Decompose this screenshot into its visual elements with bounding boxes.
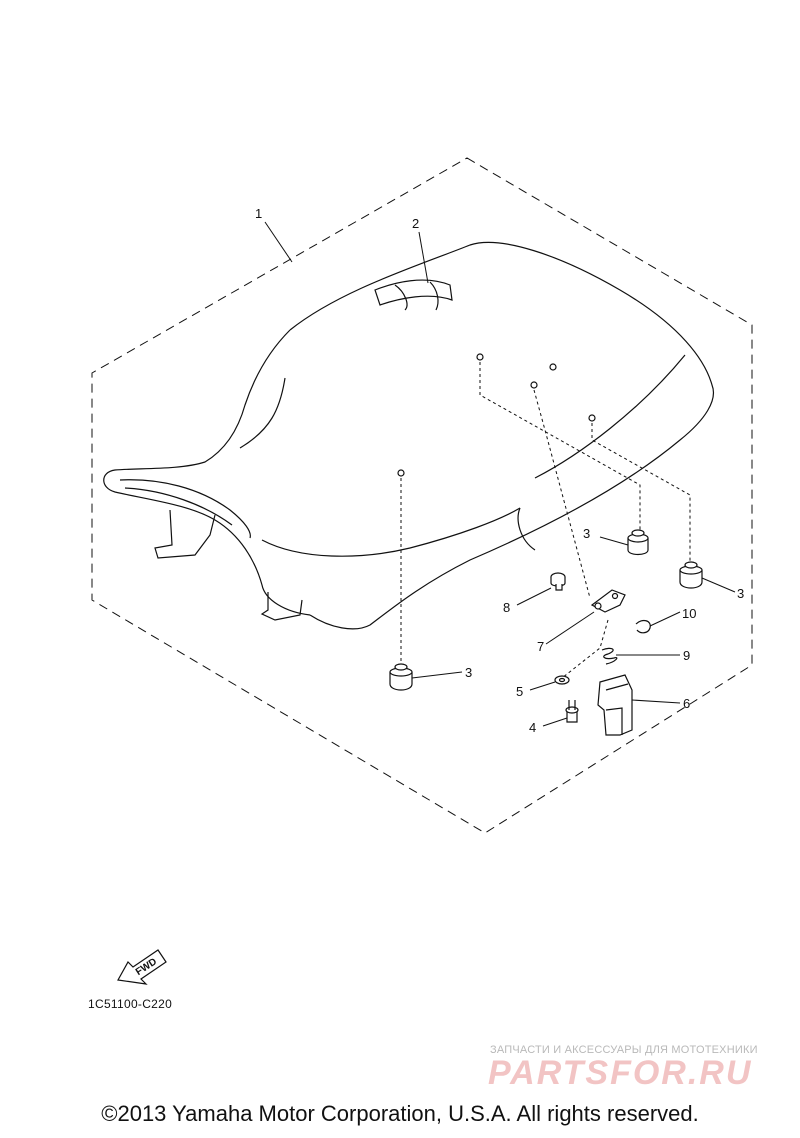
part-code: 1C51100-C220: [88, 997, 173, 1011]
callout-7: 7: [537, 639, 544, 654]
callout-8: 8: [503, 600, 510, 615]
callout-6: 6: [683, 696, 690, 711]
seat-assembly: [103, 241, 714, 630]
watermark-logo: PARTSFOR.RU: [488, 1054, 753, 1092]
copyright-notice: ©2013 Yamaha Motor Corporation, U.S.A. A…: [101, 1101, 699, 1126]
hardware-parts: [550, 572, 651, 736]
callout-4: 4: [529, 720, 536, 735]
leader-lines: [264, 221, 736, 727]
callout-9: 9: [683, 648, 690, 663]
assembly-boundary: [91, 157, 753, 834]
damper-part: [389, 529, 703, 691]
locator-lines: [400, 362, 691, 679]
callout-3-bottom: 3: [465, 665, 472, 680]
callout-3-right: 3: [737, 586, 744, 601]
callout-3-left: 3: [583, 526, 590, 541]
callout-10: 10: [682, 606, 696, 621]
callout-2: 2: [412, 216, 419, 231]
fwd-arrow-icon: FWD: [117, 949, 167, 985]
callout-1: 1: [255, 206, 262, 221]
watermark-tagline: ЗАПЧАСТИ И АКСЕССУАРЫ ДЛЯ МОТОТЕХНИКИ: [490, 1044, 758, 1056]
callout-5: 5: [516, 684, 523, 699]
